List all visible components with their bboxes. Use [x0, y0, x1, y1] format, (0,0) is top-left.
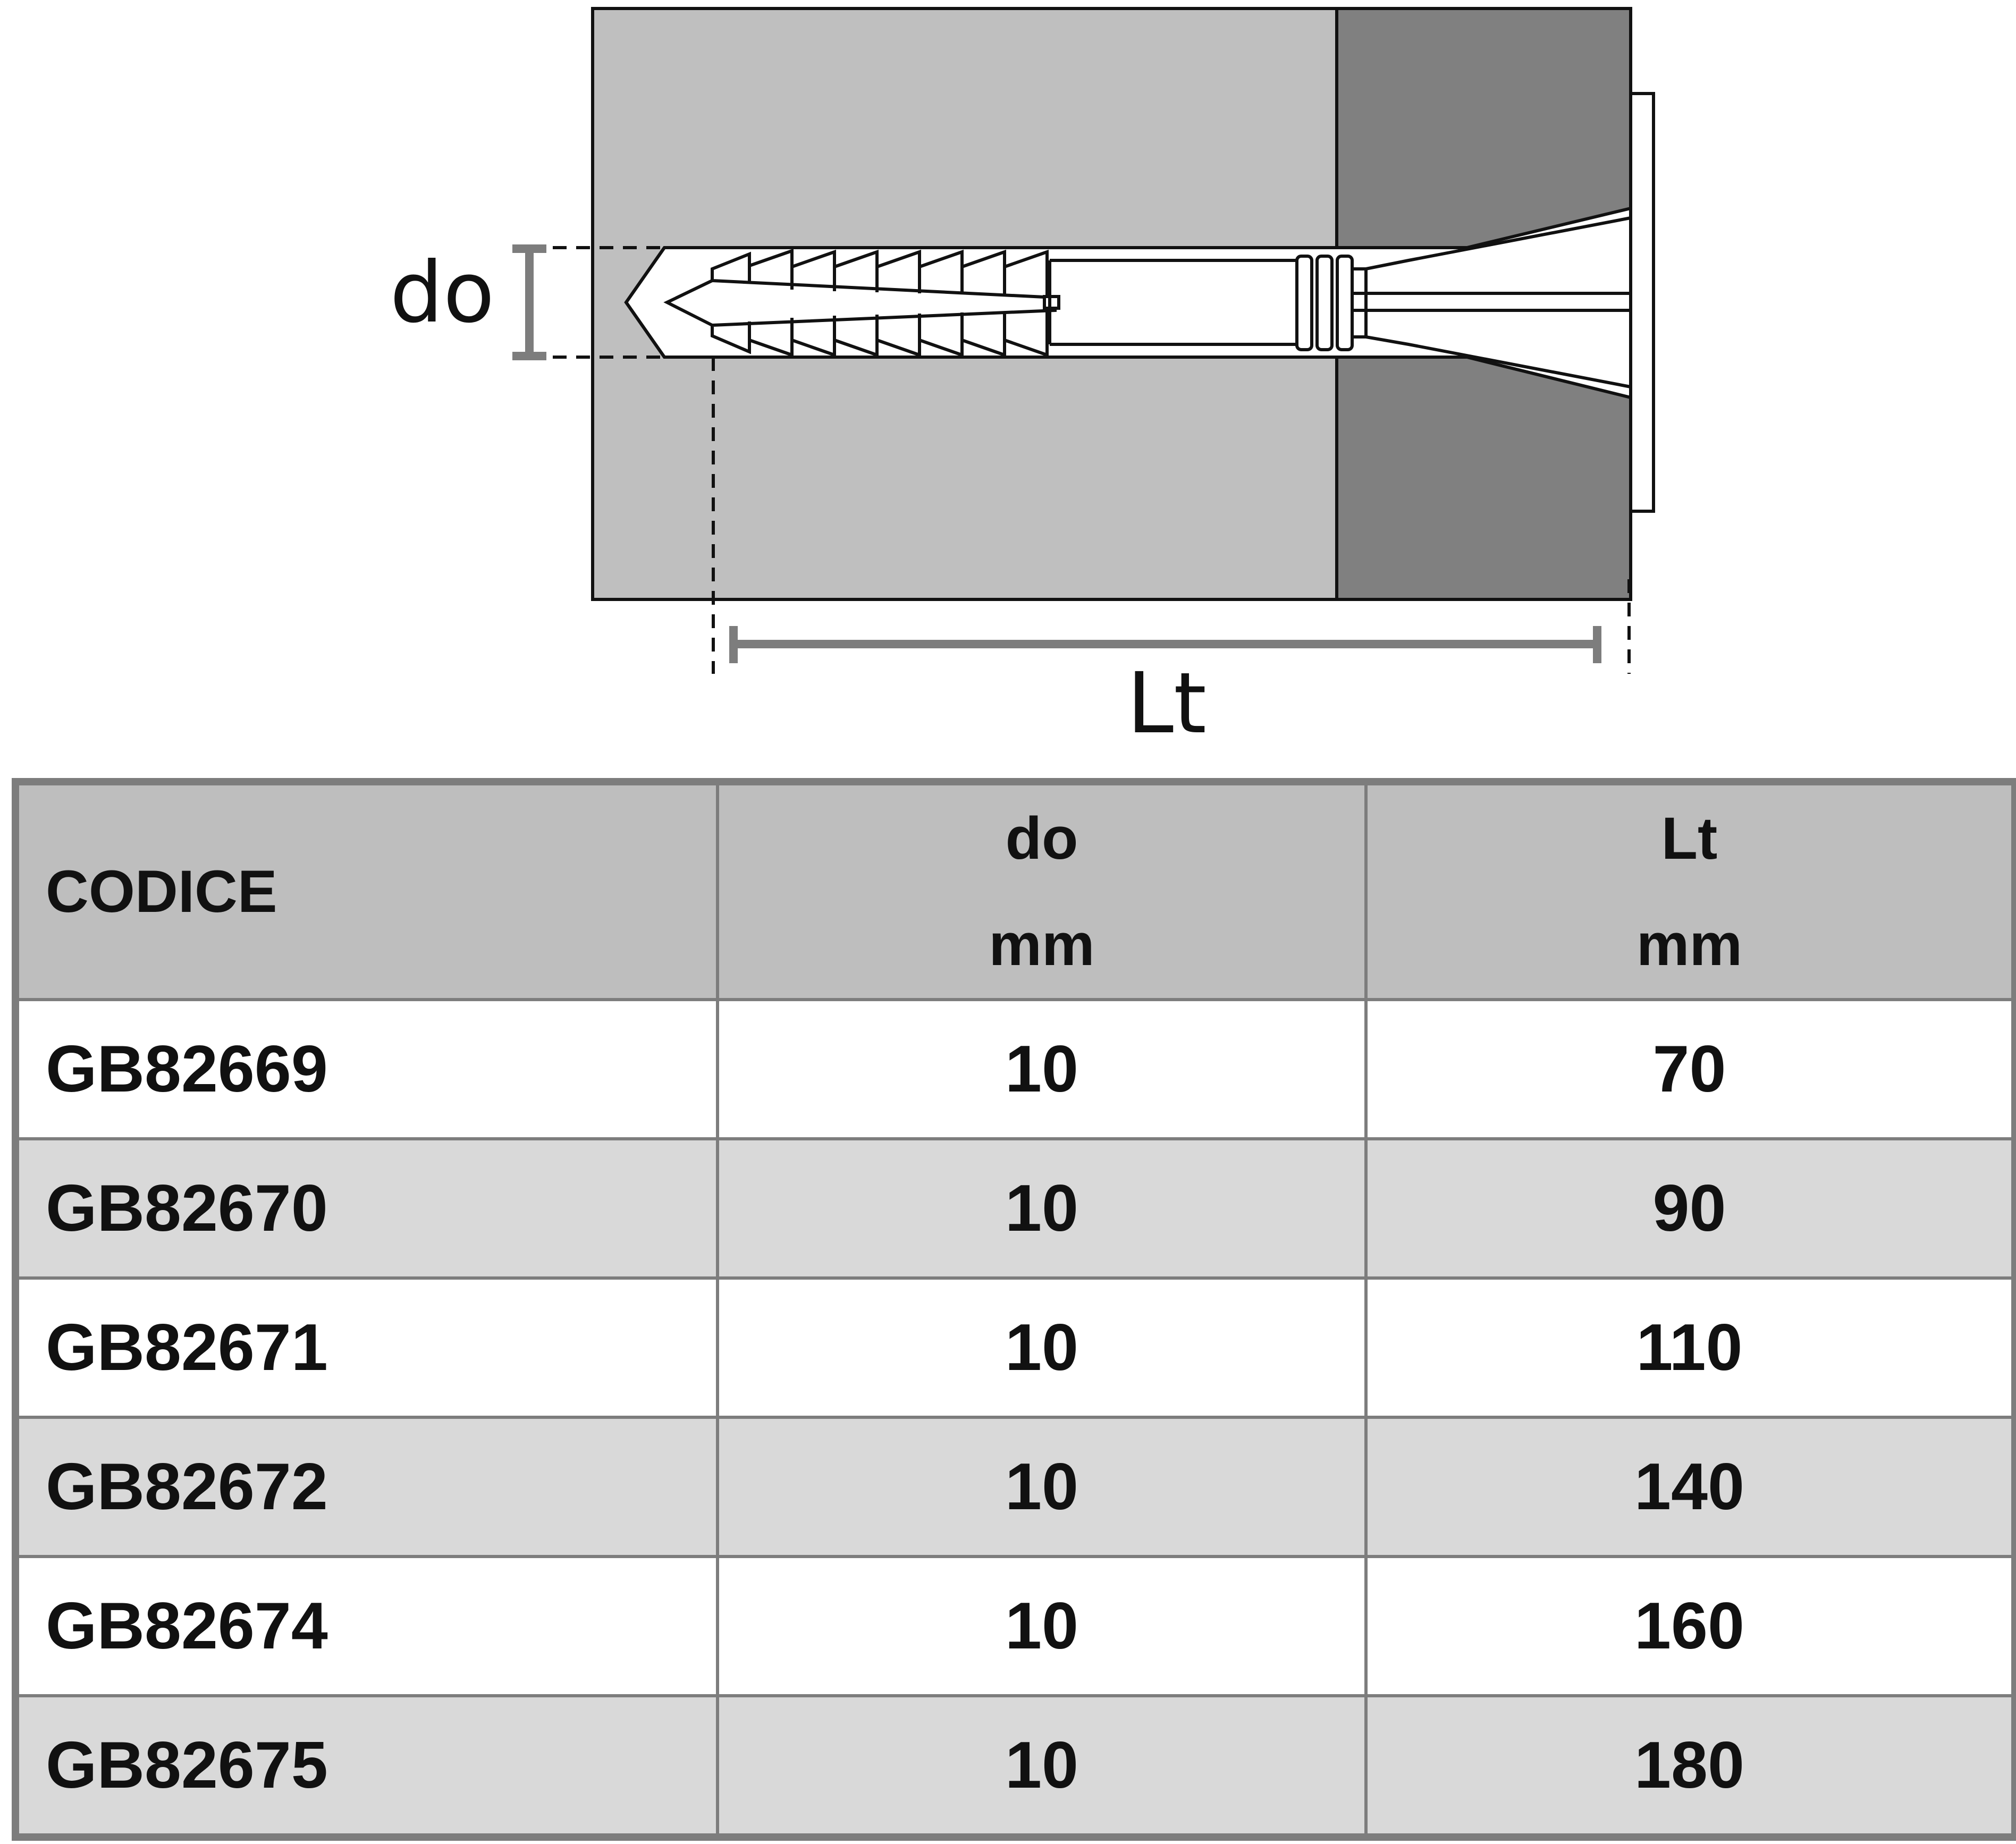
cell-lt: 110: [1364, 1276, 2016, 1419]
screw-tip: [1043, 295, 1060, 310]
header-do-name: do: [1005, 805, 1078, 872]
cell-lt: 160: [1364, 1555, 2016, 1697]
cell-lt: 180: [1364, 1694, 2016, 1839]
header-lt-name: Lt: [1661, 805, 1718, 872]
cell-code: GB82671: [14, 1276, 719, 1419]
dowel-inner-tip: [663, 279, 713, 327]
collar-ring-3: [1336, 255, 1354, 351]
table-row: GB82672 10 140: [14, 1416, 2016, 1558]
header-do: do mm: [716, 778, 1368, 1001]
cell-do: 10: [716, 1694, 1368, 1839]
dowel-head-cone: [1352, 216, 1631, 388]
countersink-lines: [1361, 246, 1467, 359]
lt-dashed-lines: [712, 357, 1631, 674]
table-row: GB82669 10 70: [14, 998, 2016, 1140]
cell-code: GB82675: [14, 1694, 719, 1839]
table-row: GB82670 10 90: [14, 1137, 2016, 1280]
cell-do: 10: [716, 1416, 1368, 1558]
cell-code: GB82670: [14, 1137, 719, 1280]
do-dimension-bar: [512, 244, 546, 360]
cell-code: GB82672: [14, 1416, 719, 1558]
header-lt-unit: mm: [1636, 911, 1743, 978]
header-do-unit: mm: [989, 911, 1095, 978]
lt-dimension-bar: [729, 626, 1601, 663]
cell-do: 10: [716, 1555, 1368, 1697]
dowel-sleeve: [1048, 259, 1297, 346]
dowel-tip: [624, 247, 666, 358]
table-row: GB82671 10 110: [14, 1276, 2016, 1419]
collar-ring-1: [1295, 255, 1313, 351]
dowel-teeth-lower: [711, 306, 1057, 358]
table-row: GB82674 10 160: [14, 1555, 2016, 1697]
cell-code: GB82669: [14, 998, 719, 1140]
cell-do: 10: [716, 1137, 1368, 1280]
do-dashed-lines: [553, 246, 667, 359]
collar-ring-2: [1315, 255, 1334, 351]
do-label: do: [390, 244, 495, 342]
cell-do: 10: [716, 998, 1368, 1140]
header-lt: Lt mm: [1364, 778, 2016, 1001]
cell-do: 10: [716, 1276, 1368, 1419]
cell-lt: 70: [1364, 998, 2016, 1140]
anchor-diagram: do Lt: [390, 7, 1655, 752]
cell-code: GB82674: [14, 1555, 719, 1697]
cell-lt: 140: [1364, 1416, 2016, 1558]
spec-table: CODICE do mm Lt mm GB82669 10 70 GB82670…: [12, 778, 2016, 1841]
table-header-row: CODICE do mm Lt mm: [14, 778, 2016, 1001]
washer-plate: [1629, 92, 1655, 513]
header-codice: CODICE: [14, 778, 719, 1001]
table-row: GB82675 10 180: [14, 1694, 2016, 1839]
cell-lt: 90: [1364, 1137, 2016, 1280]
lt-label: Lt: [1127, 655, 1207, 752]
